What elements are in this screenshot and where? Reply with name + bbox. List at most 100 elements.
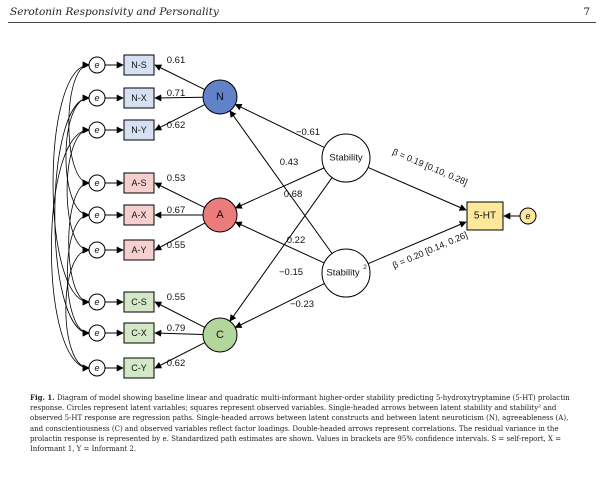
outcome-error-term bbox=[519, 207, 537, 225]
observed-variable-box bbox=[123, 119, 155, 141]
correlation-arc bbox=[52, 61, 90, 306]
loading-arrow bbox=[154, 329, 204, 337]
error-term-label: e bbox=[94, 60, 99, 70]
outcome-5ht-box bbox=[466, 201, 504, 231]
error-term-label: e bbox=[94, 328, 99, 338]
factor-loading-label: 0.71 bbox=[167, 88, 186, 99]
observed-variable-box bbox=[123, 87, 155, 109]
latent-variable-circle bbox=[202, 197, 238, 233]
beta-label: β = 0.19 [0.10, 0.28] bbox=[391, 147, 469, 188]
latent-variable-circle bbox=[202, 317, 238, 353]
error-term bbox=[88, 56, 106, 74]
factor-loading-label: 0.79 bbox=[167, 323, 186, 334]
observed-variable-label: A-Y bbox=[131, 245, 146, 255]
stability-circle bbox=[321, 133, 371, 183]
correlation-arc bbox=[66, 126, 90, 254]
error-term-label: e bbox=[94, 125, 99, 135]
path-coefficient-label: 0.68 bbox=[284, 189, 303, 200]
observed-variable-box bbox=[123, 357, 155, 379]
loading-arrow bbox=[154, 222, 206, 251]
caption-label: Fig. 1. bbox=[30, 393, 55, 402]
regression-arrow-stability2 bbox=[229, 110, 333, 254]
observed-variable-box bbox=[123, 54, 155, 76]
error-term-label: e bbox=[94, 363, 99, 373]
observed-variable-label: N-Y bbox=[131, 125, 147, 135]
error-term-label: e bbox=[94, 210, 99, 220]
correlation-arc bbox=[66, 211, 90, 337]
factor-loading-label: 0.55 bbox=[167, 240, 186, 251]
stability2-label: Stability bbox=[326, 268, 360, 279]
factor-loading-label: 0.55 bbox=[167, 292, 186, 303]
error-term-label: e bbox=[94, 297, 99, 307]
correlation-arc bbox=[68, 179, 90, 306]
path-coefficient-label: 0.43 bbox=[280, 157, 299, 168]
loading-arrow bbox=[154, 182, 205, 209]
observed-variable-box bbox=[123, 172, 155, 194]
observed-variable-label: N-X bbox=[131, 93, 147, 103]
loading-arrow bbox=[154, 94, 204, 102]
loading-arrow bbox=[154, 64, 205, 91]
correlation-arc bbox=[65, 94, 90, 219]
factor-loading-label: 0.62 bbox=[167, 120, 186, 131]
observed-variable-box bbox=[123, 322, 155, 344]
page-number: 7 bbox=[583, 6, 590, 18]
error-term bbox=[88, 359, 106, 377]
error-term bbox=[88, 89, 106, 107]
loading-arrow bbox=[154, 104, 206, 131]
outcome-5ht-label: 5-HT bbox=[474, 211, 496, 222]
path-coefficient-label: −0.15 bbox=[279, 267, 303, 278]
error-term-label: e bbox=[94, 93, 99, 103]
regression-arrow-stability2 bbox=[234, 221, 325, 264]
error-term bbox=[88, 293, 106, 311]
path-coefficient-label: −0.61 bbox=[296, 127, 320, 138]
stability2-superscript: 2 bbox=[363, 264, 367, 271]
observed-variable-box bbox=[123, 291, 155, 313]
header-rule bbox=[8, 22, 596, 23]
path-coefficient-label: 0.22 bbox=[287, 235, 306, 246]
latent-variable-label: C bbox=[216, 329, 224, 341]
observed-variable-label: C-X bbox=[131, 328, 147, 338]
regression-arrow-stability bbox=[229, 177, 333, 322]
stability-label: Stability bbox=[329, 153, 363, 164]
observed-variable-label: C-S bbox=[131, 297, 147, 307]
figure-caption: Fig. 1. Diagram of model showing baselin… bbox=[30, 393, 575, 454]
observed-variable-label: C-Y bbox=[131, 363, 147, 373]
loading-arrow bbox=[154, 301, 206, 328]
correlation-arc bbox=[51, 126, 90, 372]
latent-variable-label: N bbox=[216, 91, 224, 103]
error-term-label: e bbox=[94, 178, 99, 188]
error-term bbox=[88, 206, 106, 224]
error-term-label: e bbox=[94, 245, 99, 255]
regression-arrow-to-5ht bbox=[367, 221, 467, 265]
observed-variable-box bbox=[123, 204, 155, 226]
observed-variable-label: A-S bbox=[131, 178, 146, 188]
regression-arrow-stability bbox=[234, 103, 325, 148]
factor-loading-label: 0.53 bbox=[167, 173, 186, 184]
error-term bbox=[88, 241, 106, 259]
outcome-error-label: e bbox=[525, 211, 530, 221]
regression-arrow-to-5ht bbox=[367, 167, 467, 211]
running-header: Serotonin Responsivity and Personality 7 bbox=[10, 6, 594, 22]
correlation-arc bbox=[65, 246, 90, 372]
factor-loading-label: 0.67 bbox=[167, 205, 186, 216]
latent-variable-label: A bbox=[216, 209, 224, 221]
error-term bbox=[88, 121, 106, 139]
caption-text: Diagram of model showing baseline linear… bbox=[30, 394, 570, 454]
correlation-arc bbox=[54, 94, 90, 337]
error-term bbox=[88, 174, 106, 192]
correlation-arc bbox=[68, 61, 90, 187]
regression-arrow-stability2 bbox=[234, 283, 325, 328]
running-title: Serotonin Responsivity and Personality bbox=[10, 6, 219, 18]
loading-arrow bbox=[154, 342, 206, 369]
path-coefficient-label: −0.23 bbox=[290, 299, 314, 310]
beta-label: β = 0.20 [0.14, 0.26] bbox=[391, 230, 469, 271]
latent-variable-circle bbox=[202, 79, 238, 115]
stability2-circle bbox=[321, 248, 371, 298]
factor-loading-label: 0.61 bbox=[167, 55, 186, 66]
observed-variable-label: A-X bbox=[131, 210, 146, 220]
factor-loading-label: 0.62 bbox=[167, 358, 186, 369]
regression-arrow-stability bbox=[234, 167, 325, 209]
observed-variable-label: N-S bbox=[131, 60, 147, 70]
observed-variable-box bbox=[123, 239, 155, 261]
